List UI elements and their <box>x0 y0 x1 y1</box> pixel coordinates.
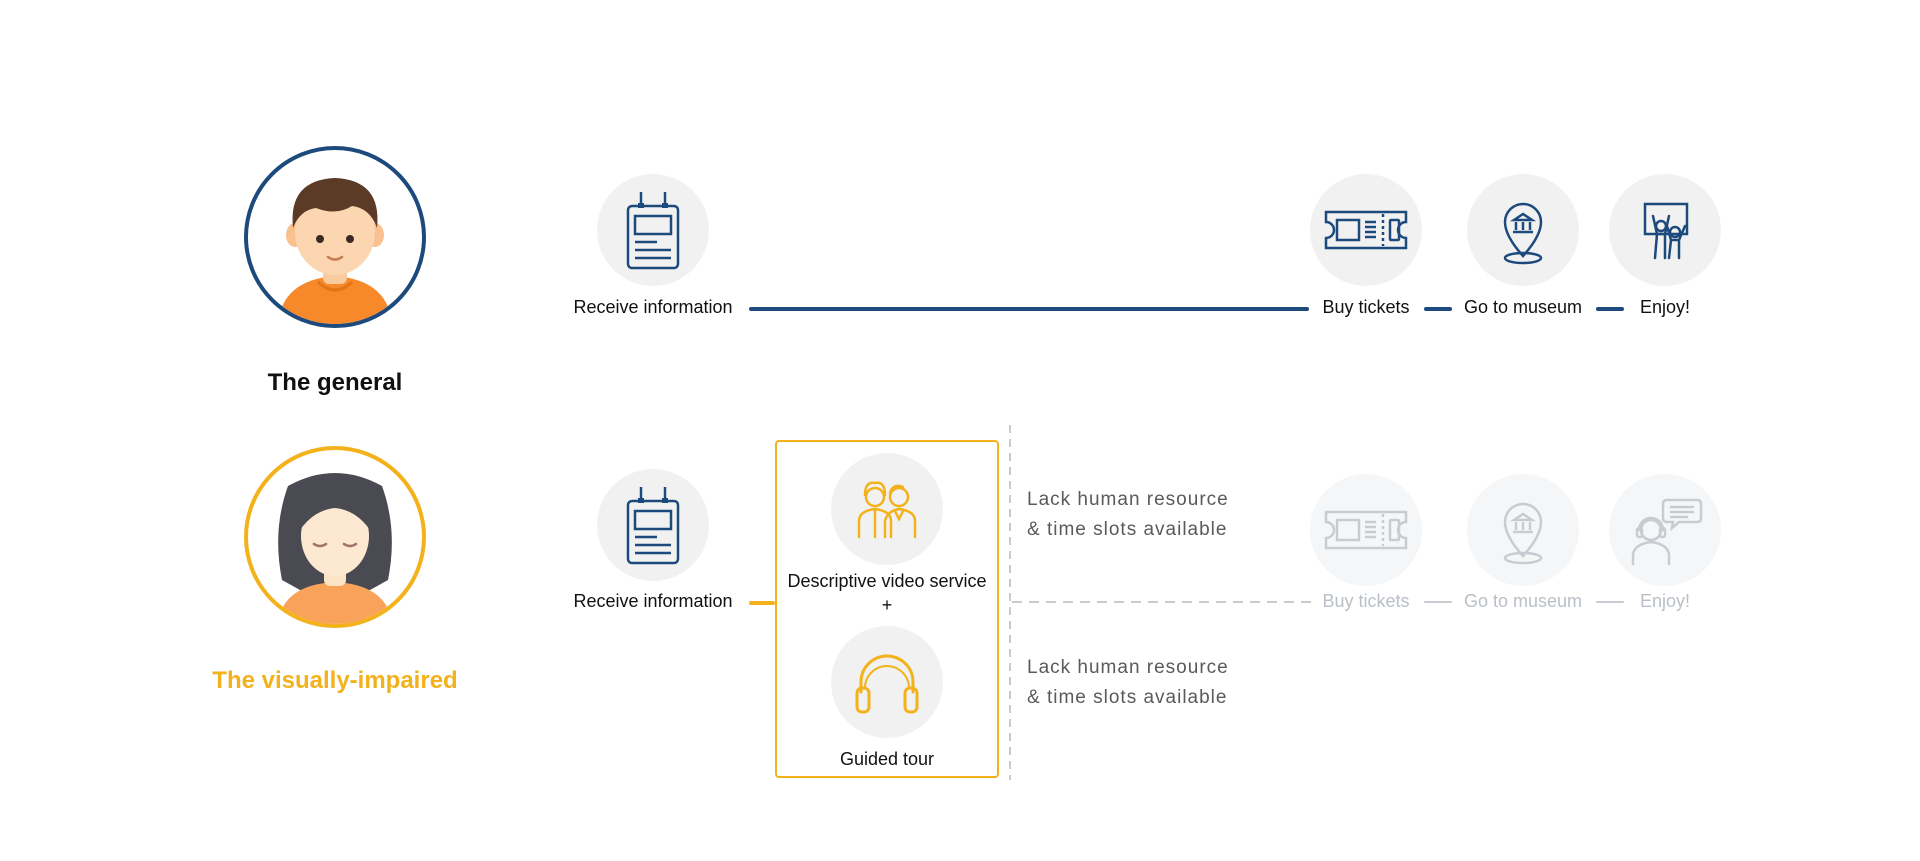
blocked-tickets-label: Buy tickets <box>1322 591 1410 611</box>
impaired-receive-bubble <box>597 469 709 581</box>
museum-location-pin-icon <box>1503 202 1543 265</box>
notice-board-icon <box>626 487 680 565</box>
person-speech-bubble-icon <box>1631 498 1703 566</box>
video-service-bubble <box>831 453 943 565</box>
persona-label-general: The general <box>267 369 403 396</box>
blocked-connector-dashed <box>1012 601 1312 603</box>
general-museum-label: Go to museum <box>1463 297 1583 317</box>
museum-location-pin-icon <box>1503 502 1543 565</box>
impaired-connector-receive-services <box>749 601 775 605</box>
headphones-icon <box>855 654 919 714</box>
blocked-divider <box>1009 425 1011 780</box>
ticket-icon <box>1324 210 1408 250</box>
barrier-note-tour-line2: & time slots available <box>1027 687 1228 708</box>
blocked-connector-tickets-museum <box>1424 601 1452 603</box>
guided-tour-bubble <box>831 626 943 738</box>
persona-label-impaired: The visually-impaired <box>212 667 458 694</box>
general-tickets-bubble <box>1310 174 1422 286</box>
notice-board-icon <box>626 192 680 270</box>
general-receive-bubble <box>597 174 709 286</box>
general-museum-bubble <box>1467 174 1579 286</box>
ticket-icon <box>1324 510 1408 550</box>
avatar-general <box>244 146 426 328</box>
general-enjoy-bubble <box>1609 174 1721 286</box>
video-service-label: Descriptive video service <box>787 571 987 591</box>
two-people-icon <box>857 481 917 539</box>
impaired-receive-label: Receive information <box>573 591 733 611</box>
barrier-note-tour-line1: Lack human resource <box>1027 657 1229 678</box>
blocked-enjoy-label: Enjoy! <box>1639 591 1691 611</box>
general-connector-museum-enjoy <box>1596 307 1624 311</box>
barrier-note-video-line1: Lack human resource <box>1027 489 1229 510</box>
guided-tour-label: Guided tour <box>839 749 935 769</box>
general-connector-tickets-museum <box>1424 307 1452 311</box>
avatar-impaired <box>244 446 426 628</box>
accessibility-services-box <box>775 440 999 778</box>
barrier-note-video: Lack human resource & time slots availab… <box>1027 485 1229 545</box>
blocked-museum-bubble <box>1467 474 1579 586</box>
general-tickets-label: Buy tickets <box>1322 297 1410 317</box>
girl-avatar-closed-eyes-icon <box>278 473 392 624</box>
blocked-tickets-bubble <box>1310 474 1422 586</box>
barrier-note-video-line2: & time slots available <box>1027 519 1228 540</box>
boy-avatar-icon <box>278 178 392 324</box>
blocked-connector-museum-enjoy <box>1596 601 1624 603</box>
services-plus: + <box>881 595 893 615</box>
celebrating-people-icon <box>1643 202 1689 260</box>
general-enjoy-label: Enjoy! <box>1639 297 1691 317</box>
blocked-museum-label: Go to museum <box>1463 591 1583 611</box>
general-receive-label: Receive information <box>573 297 733 317</box>
barrier-note-tour: Lack human resource & time slots availab… <box>1027 653 1229 713</box>
blocked-enjoy-bubble <box>1609 474 1721 586</box>
general-connector-main <box>749 307 1309 311</box>
